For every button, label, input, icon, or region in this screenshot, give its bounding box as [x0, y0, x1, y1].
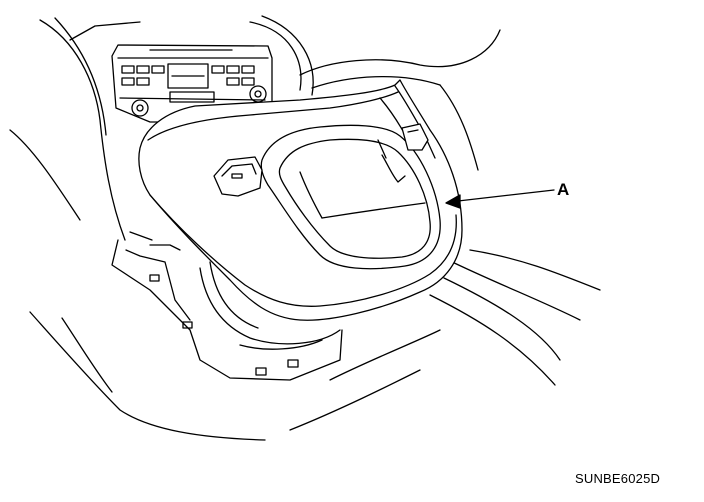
- callout-label-a: A: [557, 180, 570, 199]
- figure-code: SUNBE6025D: [575, 471, 661, 486]
- shift-bezel-trim-panel: [138, 79, 463, 321]
- dashboard-outline: [9, 15, 601, 441]
- lower-console: [111, 231, 343, 381]
- callout-leader-a: [445, 189, 555, 209]
